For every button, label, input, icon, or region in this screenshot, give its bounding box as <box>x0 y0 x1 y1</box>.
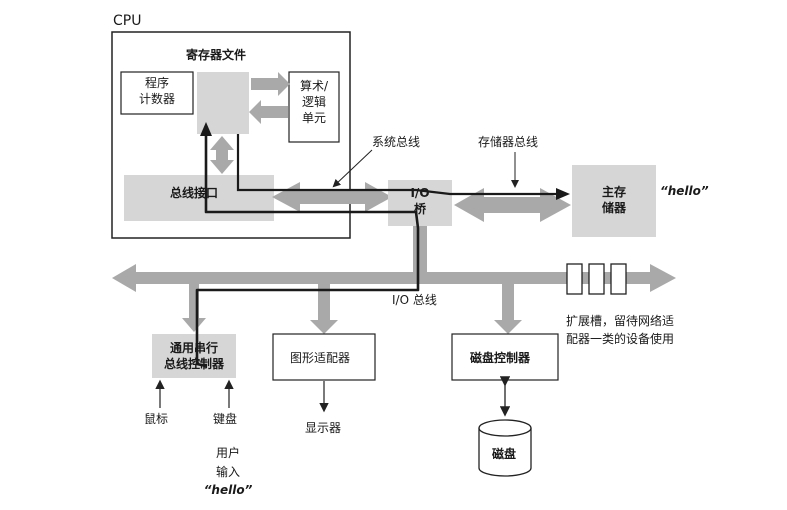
register-file-box <box>197 72 249 134</box>
register-file-label: 寄存器文件 <box>186 48 247 62</box>
io-bridge-label: I/O 桥 <box>388 185 452 217</box>
expansion-slots <box>566 263 627 295</box>
cpu-box <box>111 31 351 239</box>
alu-to-reg-arrow <box>249 100 288 124</box>
bus-interface-box <box>124 175 274 221</box>
usb-controller-box <box>152 334 236 378</box>
disk-label: 磁盘 <box>492 447 517 461</box>
bridge-bus-connector <box>413 226 427 272</box>
io-bridge-line-1: I/O <box>410 186 430 200</box>
hello-path-arrowhead <box>200 122 212 136</box>
disk-drop-arrow <box>494 284 522 334</box>
io-bridge-line-2: 桥 <box>413 202 426 216</box>
graphics-adapter-box <box>272 333 376 381</box>
io-bus-arrow <box>112 264 676 292</box>
display-label: 显示器 <box>305 421 342 435</box>
main-memory-line-2: 储器 <box>601 201 626 215</box>
cpu-title: CPU <box>113 13 142 29</box>
main-memory-label: 主存 储器 <box>572 184 656 216</box>
main-memory-content: “hello” <box>660 184 709 198</box>
hello-path-to-memory <box>236 134 558 196</box>
alu-line-1: 算术/ <box>299 79 329 93</box>
usb-controller-line-1: 通用串行 <box>169 341 218 355</box>
memory-bus-label: 存储器总线 <box>478 135 539 149</box>
user-input-line-2: 输入 <box>215 465 240 479</box>
expansion-slots-line-1: 扩展槽，留待网络适 <box>566 314 675 328</box>
usb-drop-arrow <box>182 284 206 332</box>
user-input-hello: “hello” <box>203 483 253 497</box>
memory-bus-arrow <box>454 188 571 222</box>
io-bus-label: I/O 总线 <box>392 293 437 307</box>
program-counter-box <box>120 71 194 115</box>
expansion-slots-line-2: 配器一类的设备使用 <box>566 332 675 346</box>
io-bridge-box <box>388 180 452 226</box>
system-bus-arrow <box>272 182 392 212</box>
usb-controller-label: 通用串行 总线控制器 <box>152 340 236 372</box>
program-counter-label: 程序 计数器 <box>121 75 193 107</box>
disk-controller-label: 磁盘控制器 <box>470 351 531 365</box>
alu-label: 算术/ 逻辑 单元 <box>289 78 339 126</box>
program-counter-line-1: 程序 <box>144 76 169 90</box>
main-memory-box <box>572 165 656 237</box>
keyboard-label: 键盘 <box>213 412 238 426</box>
alu-box <box>288 71 340 143</box>
main-memory-line-1: 主存 <box>601 185 626 199</box>
program-counter-line-2: 计数器 <box>138 92 175 106</box>
system-bus-leader <box>332 149 373 188</box>
graphics-adapter-label: 图形适配器 <box>290 351 351 365</box>
reg-bus-interface-arrow <box>210 136 234 174</box>
usb-controller-line-2: 总线控制器 <box>163 357 224 371</box>
mouse-label: 鼠标 <box>144 412 169 426</box>
user-input-label: 用户 输入 “hello” <box>196 445 260 498</box>
memory-path-arrowhead <box>556 188 570 200</box>
reg-to-alu-arrow <box>251 72 290 96</box>
system-bus-label: 系统总线 <box>372 135 421 149</box>
hello-data-path <box>195 132 420 368</box>
disk-cylinder <box>478 419 532 477</box>
bus-interface-label: 总线接口 <box>170 186 219 200</box>
expansion-slots-label: 扩展槽，留待网络适 配器一类的设备使用 <box>566 313 674 347</box>
alu-line-2: 逻辑 <box>301 95 326 109</box>
graphics-drop-arrow <box>310 284 338 334</box>
alu-line-3: 单元 <box>301 111 326 125</box>
user-input-line-1: 用户 <box>215 446 240 460</box>
